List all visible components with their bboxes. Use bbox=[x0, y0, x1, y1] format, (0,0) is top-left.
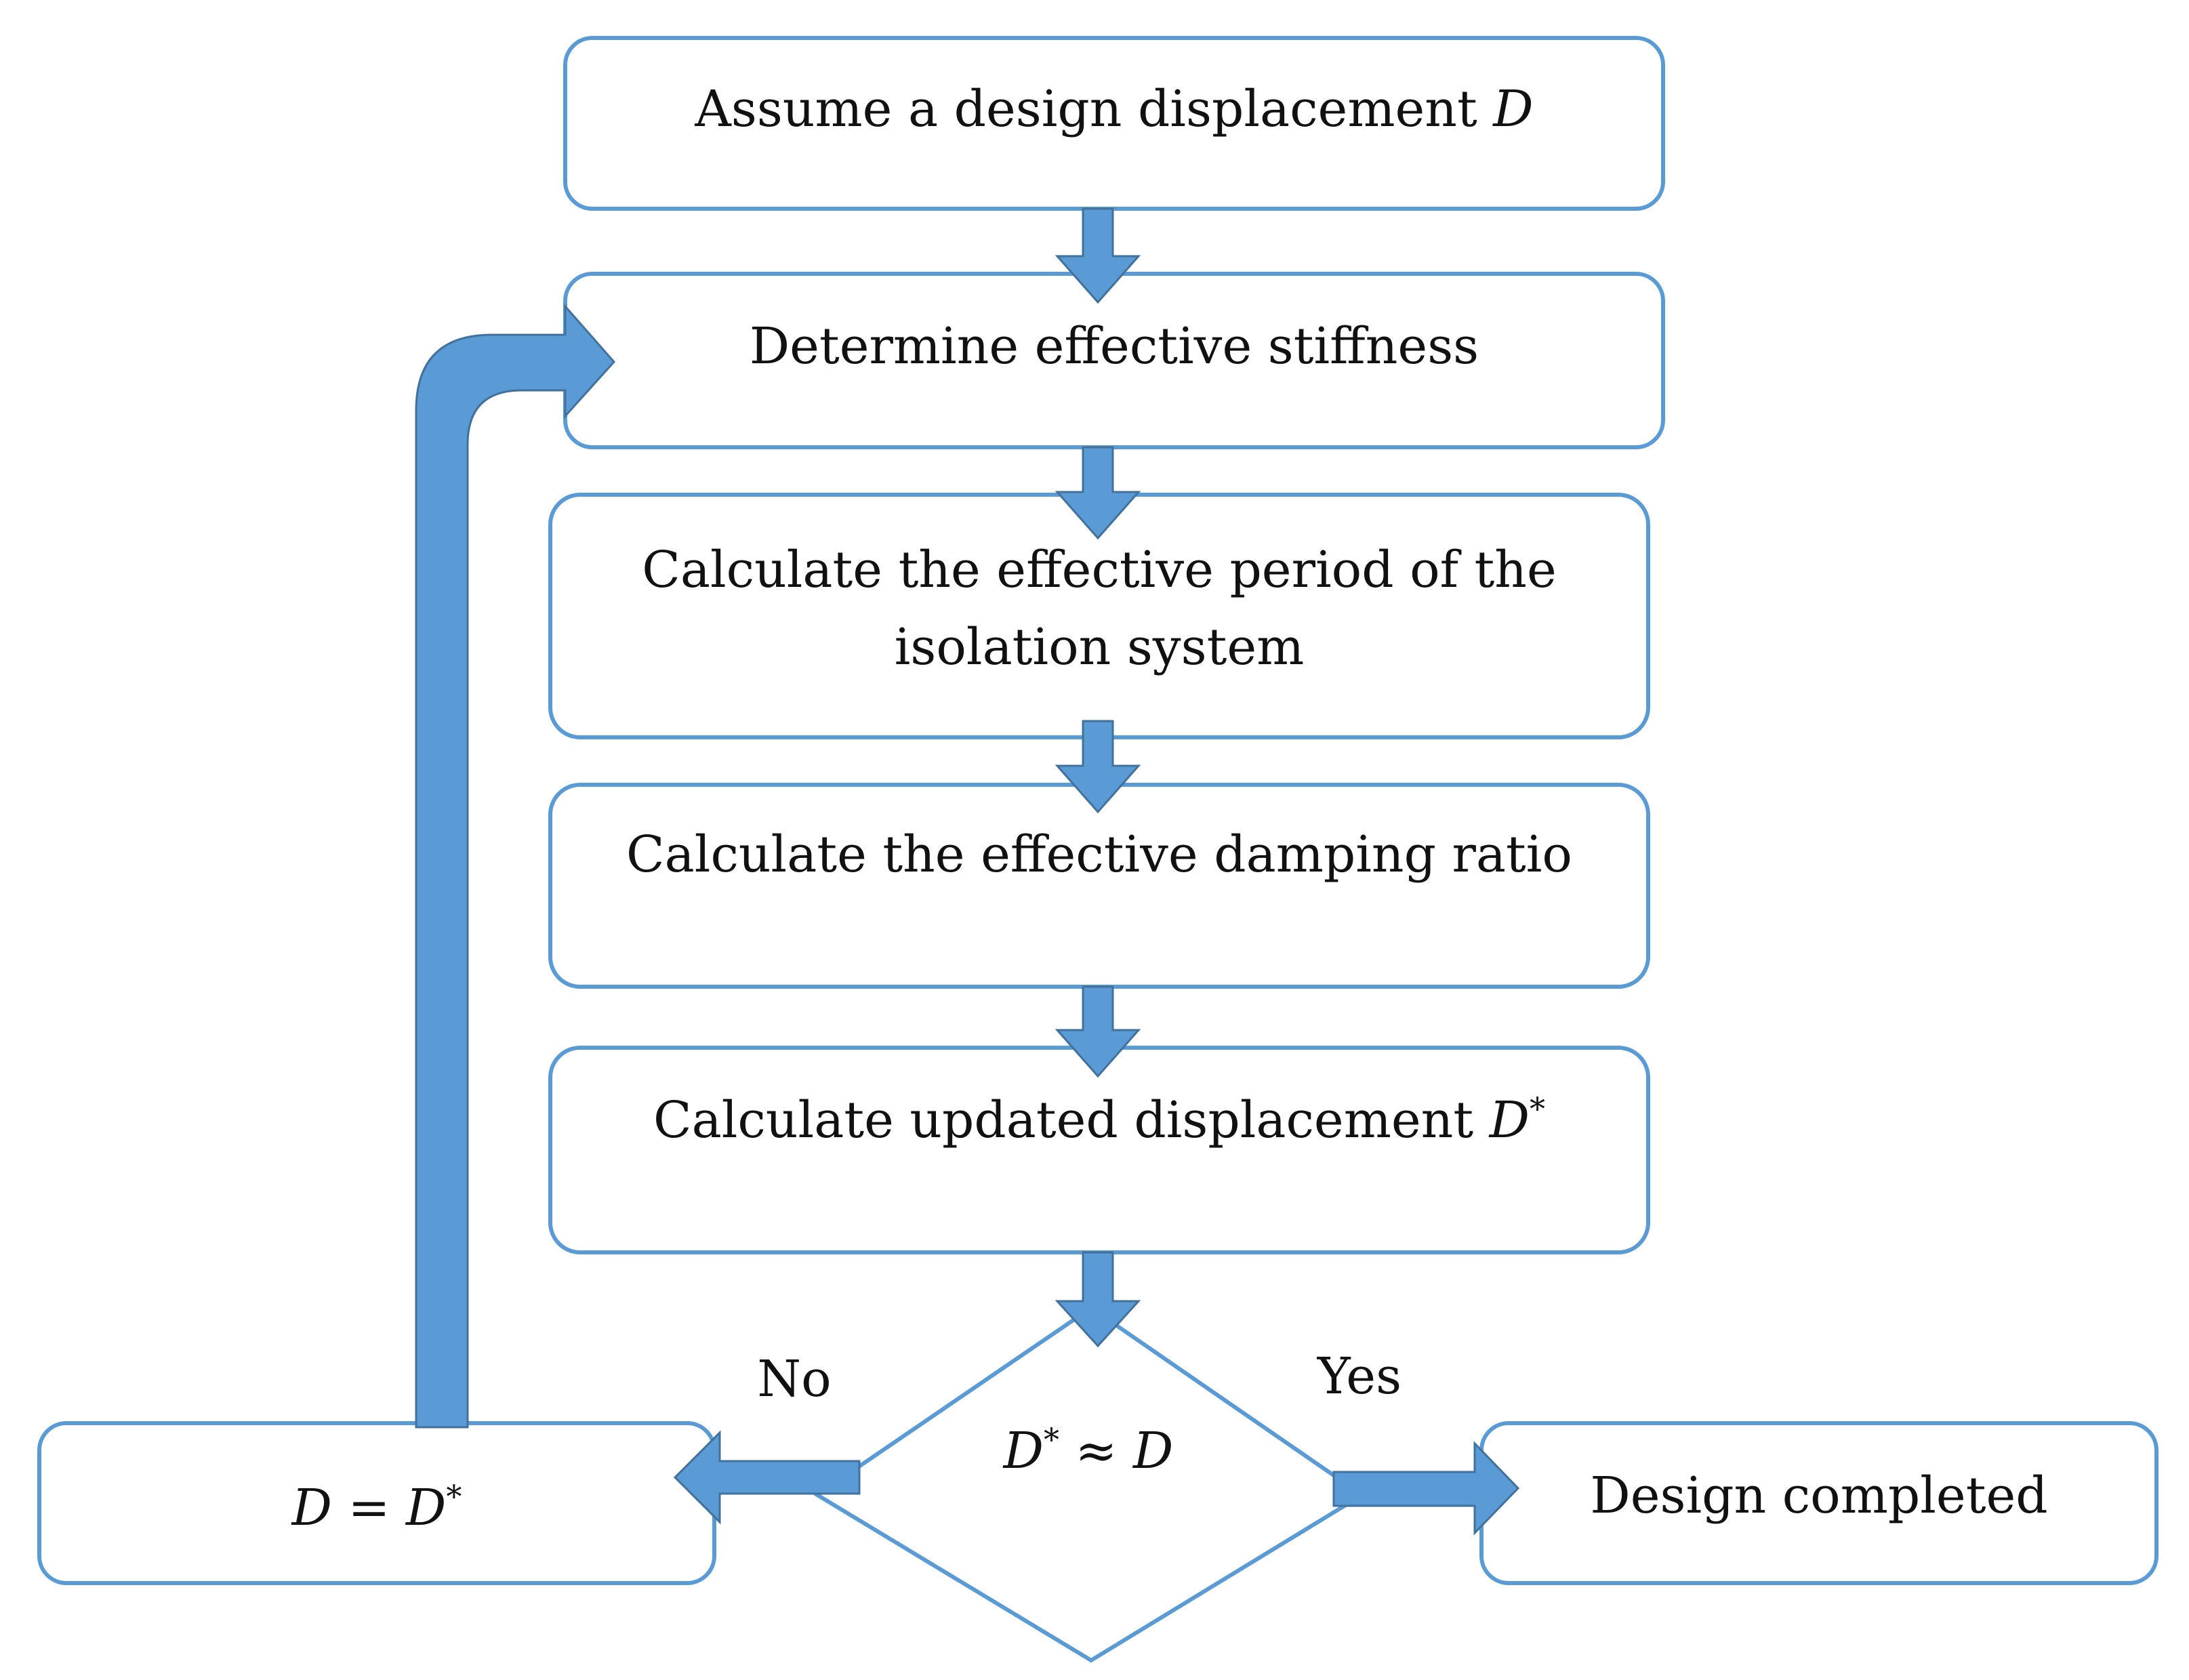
arrow-no-left bbox=[673, 1430, 861, 1525]
arrow-down-2 bbox=[1055, 446, 1141, 540]
arrow-yes-right bbox=[1332, 1441, 1520, 1536]
step-damping-box bbox=[548, 783, 1650, 989]
step-update-text: Calculate updated displacement D* bbox=[653, 1090, 1545, 1149]
branch-no-label: No bbox=[757, 1350, 831, 1408]
arrow-down-3 bbox=[1055, 720, 1141, 814]
step-update-box bbox=[548, 1046, 1650, 1254]
design-completed-text: Design completed bbox=[1590, 1467, 2047, 1525]
step-period-line-2: isolation system bbox=[895, 618, 1305, 676]
step-stiffness-text: Determine effective stiffness bbox=[750, 317, 1479, 375]
step-assume-box bbox=[563, 36, 1665, 211]
arrow-down-1 bbox=[1055, 207, 1141, 304]
step-damping-text: Calculate the effective damping ratio bbox=[626, 825, 1572, 884]
update-displacement-text: D = D* bbox=[291, 1478, 462, 1537]
decision-diamond bbox=[813, 1305, 1366, 1663]
branch-yes-label: Yes bbox=[1317, 1347, 1402, 1406]
step-period-line-1: Calculate the effective period of the bbox=[642, 541, 1557, 599]
arrow-down-4 bbox=[1055, 985, 1141, 1078]
decision-condition: D* ≈ D bbox=[1002, 1421, 1174, 1480]
arrow-down-5 bbox=[1055, 1251, 1141, 1348]
arrow-feedback-loop bbox=[415, 304, 616, 1429]
step-assume-text: Assume a design displacement D bbox=[694, 80, 1533, 138]
